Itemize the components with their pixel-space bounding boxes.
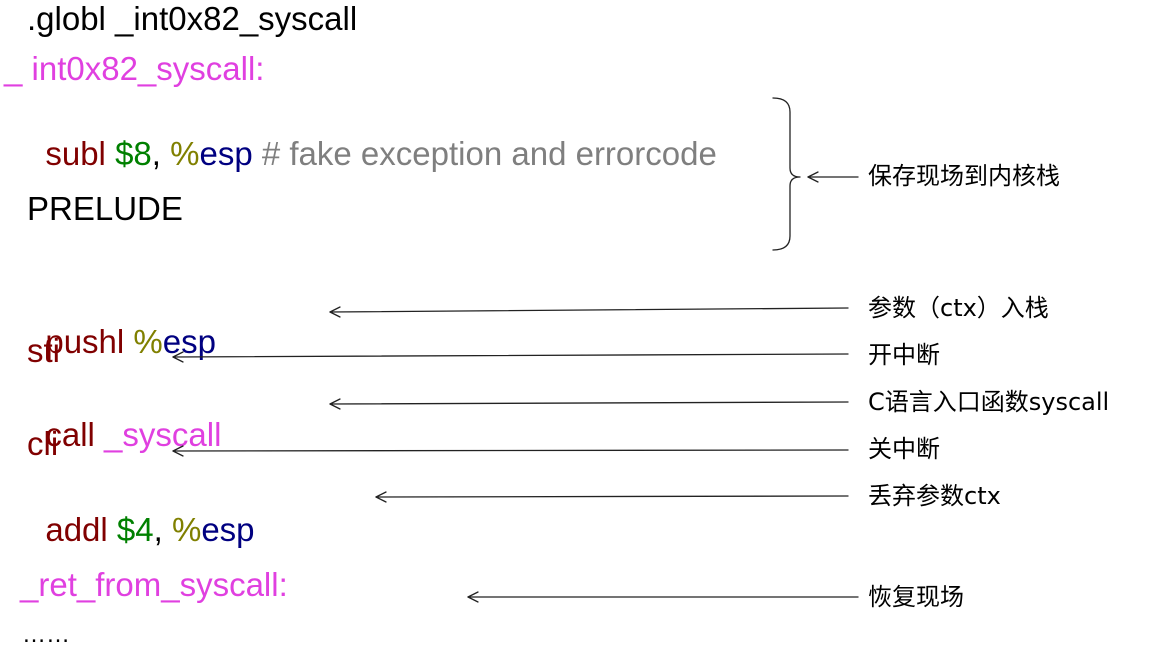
line-subl: subl $8, %esp # fake exception and error… [27, 97, 717, 173]
arrow-drop-param [375, 491, 849, 503]
comma: , [153, 511, 163, 548]
call-target-syscall: _syscall [104, 416, 222, 453]
label-int0x82-syscall: _ int0x82_syscall: [4, 50, 265, 87]
annotation-save-context: 保存现场到内核栈 [868, 162, 1060, 190]
ellipsis: …… [22, 621, 70, 648]
label-ret-from-syscall: _ret_from_syscall: [20, 566, 288, 603]
register-esp: esp [199, 135, 253, 172]
arrow-disable-int [172, 445, 849, 457]
register-esp: esp [201, 511, 255, 548]
register-esp: esp [162, 323, 216, 360]
immediate-4: $4 [116, 511, 154, 548]
annotation-enable-int: 开中断 [868, 341, 940, 369]
percent-sign: % [133, 323, 163, 360]
line-pushl: pushl %esp [27, 285, 216, 361]
curly-brace [772, 97, 801, 251]
percent-sign: % [170, 135, 200, 172]
globl-directive: .globl _int0x82_syscall [27, 0, 358, 37]
percent-sign: % [171, 511, 202, 548]
comment-fake-exception: # fake exception and errorcode [261, 135, 717, 172]
annotation-push-param: 参数（ctx）入栈 [868, 294, 1049, 322]
line-sti: sti [27, 332, 60, 369]
mnemonic-subl: subl [45, 135, 106, 172]
arrow-enable-int [172, 351, 849, 363]
arrow-push-param [329, 306, 849, 318]
mnemonic-addl: addl [45, 511, 108, 548]
annotation-c-entry: C语言入口函数syscall [868, 388, 1110, 416]
mnemonic-call: call [45, 416, 95, 453]
annotation-disable-int: 关中断 [868, 435, 940, 463]
line-prelude: PRELUDE [27, 190, 183, 227]
annotation-drop-param: 丢弃参数ctx [868, 482, 1001, 510]
line-call: call _syscall [27, 378, 221, 454]
mnemonic-pushl: pushl [45, 323, 125, 360]
arrow-restore-context [467, 591, 859, 603]
comma: , [151, 135, 161, 172]
arrow-c-entry [329, 398, 849, 410]
line-cli: cli [27, 425, 59, 462]
line-addl: addl $4, %esp [27, 473, 255, 549]
immediate-8: $8 [115, 135, 152, 172]
arrow-save-context [807, 171, 859, 183]
annotation-restore-context: 恢复现场 [868, 583, 964, 611]
